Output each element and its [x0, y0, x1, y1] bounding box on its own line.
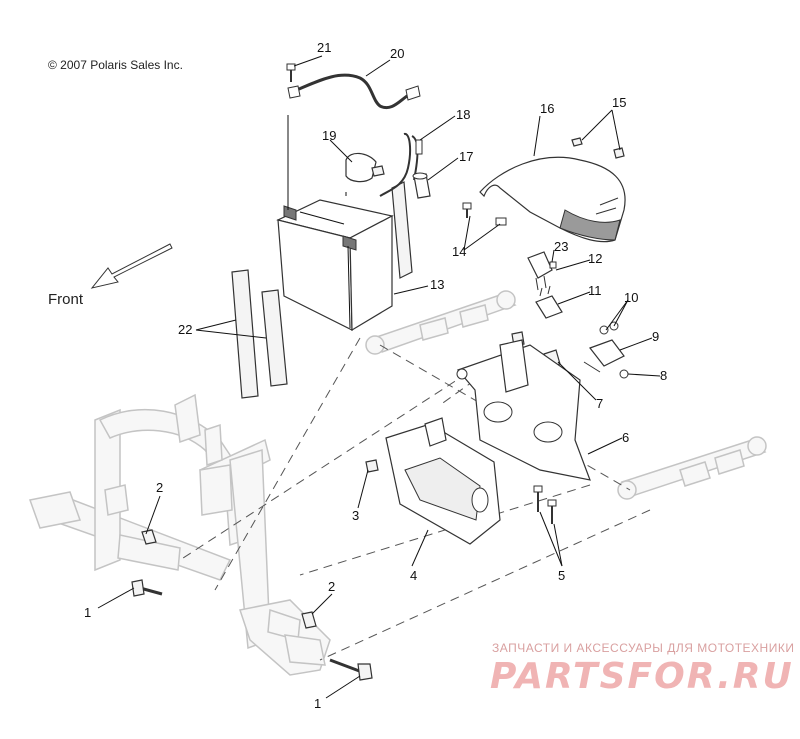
callout-7: 7	[596, 396, 603, 411]
callout-17: 17	[459, 149, 473, 164]
callout-11: 11	[588, 283, 602, 298]
side-pad-strip	[391, 181, 413, 279]
circuit-breaker	[535, 285, 563, 319]
callout-13: 13	[430, 277, 444, 292]
mount-bolt-lower	[329, 658, 373, 681]
callout-4: 4	[410, 568, 417, 583]
front-direction-label: Front	[48, 291, 84, 308]
starter-solenoid	[583, 321, 629, 379]
relay	[527, 251, 557, 291]
frame-ghost	[29, 393, 331, 676]
battery-tray	[385, 417, 501, 545]
callout-2-upper: 2	[156, 480, 163, 495]
callout-2-lower: 2	[328, 579, 335, 594]
battery	[276, 199, 394, 332]
leader-lines	[97, 55, 661, 699]
cover-screws	[571, 137, 625, 159]
callout-12: 12	[588, 251, 602, 266]
link-ghost-lower	[617, 436, 767, 500]
fuse-holder	[412, 172, 431, 199]
callout-23: 23	[554, 239, 568, 254]
link-ghost-upper	[365, 290, 517, 355]
watermark-logo: PARTSFOR.RU	[490, 656, 794, 697]
callout-19: 19	[322, 128, 336, 143]
callout-numbers: 21 20 19 18 17 16 15 14 13 12 11 10 9 8 …	[84, 40, 667, 711]
callout-10: 10	[624, 290, 638, 305]
callout-14: 14	[452, 244, 466, 259]
bolt-21	[286, 63, 296, 82]
mount-nut-lower	[301, 611, 317, 629]
callout-1-lower: 1	[314, 696, 321, 711]
callout-22: 22	[178, 322, 192, 337]
pad-strips	[231, 269, 288, 399]
callout-20: 20	[390, 46, 404, 61]
callout-9: 9	[652, 329, 659, 344]
callout-18: 18	[456, 107, 470, 122]
mounting-plate	[456, 339, 591, 481]
callout-6: 6	[622, 430, 629, 445]
retainer-screws	[462, 202, 507, 226]
terminal-boot	[345, 152, 385, 183]
callout-1-upper: 1	[84, 605, 91, 620]
callout-8: 8	[660, 368, 667, 383]
mount-nut-upper	[141, 529, 157, 545]
watermark-tagline: ЗАПЧАСТИ И АКСЕССУАРЫ ДЛЯ МОТОТЕХНИКИ	[492, 641, 795, 655]
bolt-3	[365, 459, 379, 473]
callout-21: 21	[317, 40, 331, 55]
battery-cable	[287, 73, 421, 109]
callout-3: 3	[352, 508, 359, 523]
callout-15: 15	[612, 95, 626, 110]
copyright-notice: © 2007 Polaris Sales Inc.	[48, 58, 183, 72]
front-arrow	[90, 243, 173, 289]
battery-cover	[479, 156, 626, 243]
callout-5: 5	[558, 568, 565, 583]
mount-bolt-upper	[131, 579, 163, 597]
callout-16: 16	[540, 101, 554, 116]
push-rivets	[533, 485, 557, 524]
